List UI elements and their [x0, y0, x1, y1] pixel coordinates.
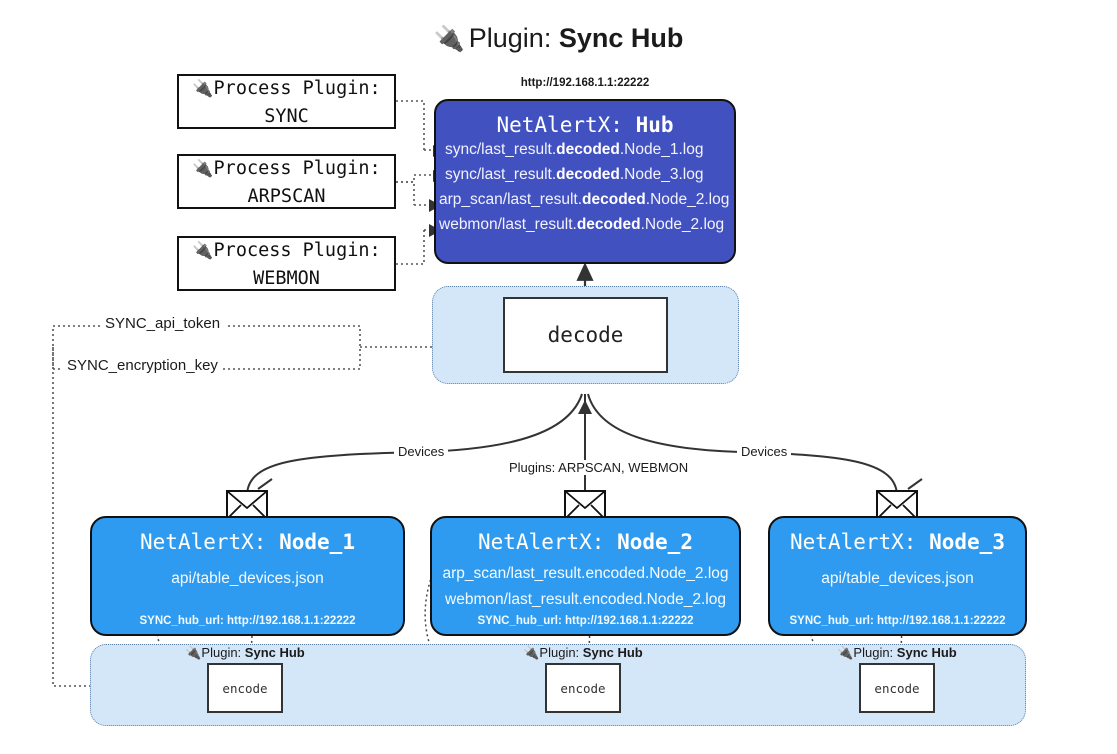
plug-icon: 🔌 — [433, 25, 465, 53]
node-title-name: Node_2 — [617, 530, 693, 554]
node-title-prefix: NetAlertX: — [140, 530, 267, 554]
node-title: NetAlertX: Node_3 — [770, 530, 1025, 554]
encode-label: encode — [222, 680, 268, 696]
process-plugin-label: Process Plugin: — [213, 78, 381, 99]
hub-title-prefix: NetAlertX: — [496, 113, 623, 137]
log-emphasis: decoded — [576, 216, 641, 233]
log-pre: sync/last_result. — [445, 141, 557, 158]
log-pre: sync/last_result. — [445, 166, 557, 183]
encode-label: encode — [560, 680, 606, 696]
encoder-caption-3: 🔌Plugin: Sync Hub — [802, 645, 992, 661]
hub-node[interactable]: NetAlertX: Hub sync/last_result.decoded.… — [434, 99, 736, 264]
encoder-caption-prefix: Plugin: — [201, 645, 242, 660]
node-footer: SYNC_hub_url: http://192.168.1.1:22222 — [477, 615, 694, 627]
node-title-name: Node_3 — [929, 530, 1005, 554]
log-emphasis: decoded — [556, 166, 620, 183]
node-line: webmon/last_result.encoded.Node_2.log — [445, 591, 726, 608]
hub-log-line: webmon/last_result.decoded.Node_2.log — [436, 212, 734, 237]
plug-icon: 🔌 — [192, 79, 214, 99]
node-box-node-3[interactable]: NetAlertX: Node_3 api/table_devices.json… — [768, 516, 1027, 636]
plug-icon: 🔌 — [185, 645, 202, 660]
node-line: arp_scan/last_result.encoded.Node_2.log — [442, 565, 729, 582]
log-post: .Node_1.log — [619, 141, 704, 158]
node-box-node-2[interactable]: NetAlertX: Node_2 arp_scan/last_result.e… — [430, 516, 741, 636]
encoder-caption-name: Sync Hub — [582, 645, 643, 660]
log-emphasis: decoded — [556, 141, 620, 158]
hub-log-line: arp_scan/last_result.decoded.Node_2.log — [436, 187, 734, 212]
hub-url-label: http://192.168.1.1:22222 — [520, 77, 650, 89]
node-footer: SYNC_hub_url: http://192.168.1.1:22222 — [789, 615, 1006, 627]
page-title: 🔌Plugin: Sync Hub — [0, 18, 1117, 59]
secret-label-encryption-key: SYNC_encryption_key — [62, 357, 223, 374]
decode-box[interactable]: decode — [503, 297, 668, 373]
encode-box-2[interactable]: encode — [545, 663, 621, 713]
process-plugin-box-webmon[interactable]: 🔌Process Plugin: WEBMON — [177, 236, 396, 291]
hub-log-line: sync/last_result.decoded.Node_1.log — [436, 137, 734, 162]
encoder-caption-prefix: Plugin: — [539, 645, 580, 660]
node-footer: SYNC_hub_url: http://192.168.1.1:22222 — [139, 615, 356, 627]
process-plugin-label: Process Plugin: — [213, 240, 381, 261]
plug-icon: 🔌 — [523, 645, 540, 660]
node-title-name: Node_1 — [279, 530, 355, 554]
encoder-caption-name: Sync Hub — [244, 645, 305, 660]
encoder-caption-2: 🔌Plugin: Sync Hub — [488, 645, 678, 661]
log-pre: webmon/last_result. — [439, 216, 577, 233]
hub-title-name: Hub — [635, 113, 674, 137]
title-prefix: Plugin: — [468, 23, 552, 53]
encoder-caption-1: 🔌Plugin: Sync Hub — [150, 645, 340, 661]
process-plugin-box-sync[interactable]: 🔌Process Plugin: SYNC — [177, 74, 396, 129]
hub-title: NetAlertX: Hub — [436, 113, 734, 137]
node-title: NetAlertX: Node_1 — [92, 530, 403, 554]
log-post: .Node_2.log — [645, 191, 730, 208]
log-pre: arp_scan/last_result. — [439, 191, 583, 208]
node-title: NetAlertX: Node_2 — [432, 530, 739, 554]
log-post: .Node_3.log — [619, 166, 704, 183]
edge-label-devices-left: Devices — [394, 444, 449, 459]
plug-icon: 🔌 — [192, 159, 214, 179]
process-plugin-box-arpscan[interactable]: 🔌Process Plugin: ARPSCAN — [177, 154, 396, 209]
node-line: api/table_devices.json — [171, 570, 324, 587]
plug-icon: 🔌 — [192, 241, 214, 261]
node-box-node-1[interactable]: NetAlertX: Node_1 api/table_devices.json… — [90, 516, 405, 636]
process-plugin-name: WEBMON — [253, 268, 320, 289]
title-name: Sync Hub — [558, 23, 684, 53]
log-emphasis: decoded — [582, 191, 646, 208]
process-plugin-name: ARPSCAN — [247, 186, 326, 207]
secret-label-api-token: SYNC_api_token — [100, 315, 226, 332]
edge-label-plugins: Plugins: ARPSCAN, WEBMON — [505, 460, 693, 475]
encode-box-1[interactable]: encode — [207, 663, 283, 713]
node-title-prefix: NetAlertX: — [790, 530, 917, 554]
log-post: .Node_2.log — [640, 216, 725, 233]
plug-icon: 🔌 — [837, 645, 854, 660]
node-line: api/table_devices.json — [821, 570, 974, 587]
hub-log-line: sync/last_result.decoded.Node_3.log — [436, 162, 734, 187]
decode-label: decode — [547, 323, 624, 347]
encoder-caption-name: Sync Hub — [896, 645, 957, 660]
node-title-prefix: NetAlertX: — [478, 530, 605, 554]
edge-label-devices-right: Devices — [737, 444, 792, 459]
encoder-caption-prefix: Plugin: — [853, 645, 894, 660]
encode-label: encode — [874, 680, 920, 696]
process-plugin-label: Process Plugin: — [213, 158, 381, 179]
process-plugin-name: SYNC — [264, 106, 309, 127]
encode-box-3[interactable]: encode — [859, 663, 935, 713]
